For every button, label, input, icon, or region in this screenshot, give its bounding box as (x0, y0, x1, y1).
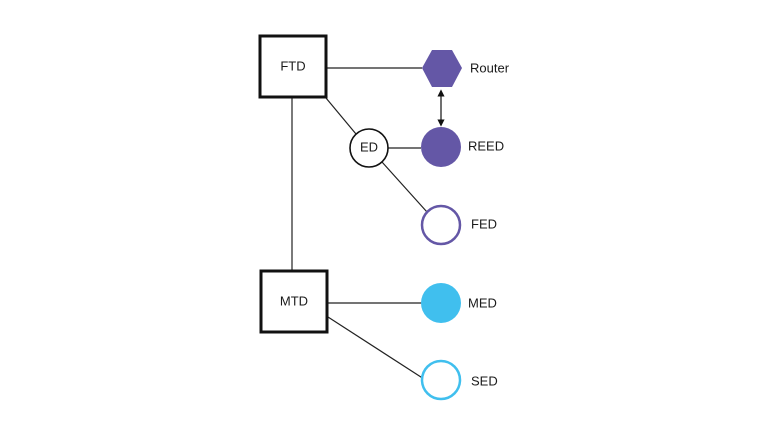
sed-label: SED (471, 373, 498, 388)
node-fed: FED (420, 204, 497, 246)
router-hexagon-icon (422, 50, 462, 87)
edge-ftd-ed (325, 97, 357, 135)
med-label: MED (468, 295, 497, 310)
fed-label: FED (471, 216, 497, 231)
mtd-label: MTD (280, 293, 308, 308)
node-sed: SED (420, 359, 498, 401)
ed-label: ED (360, 139, 378, 154)
node-ftd: FTD (258, 34, 328, 99)
node-mtd: MTD (259, 269, 329, 334)
node-ed: ED (349, 128, 389, 168)
node-reed: REED (421, 127, 504, 167)
edge-ed-fed (381, 161, 428, 213)
node-router: Router (422, 50, 510, 87)
node-med: MED (421, 283, 497, 323)
reed-label: REED (468, 138, 504, 153)
router-label: Router (470, 60, 510, 75)
ftd-label: FTD (280, 58, 305, 73)
edge-mtd-sed (327, 316, 425, 380)
